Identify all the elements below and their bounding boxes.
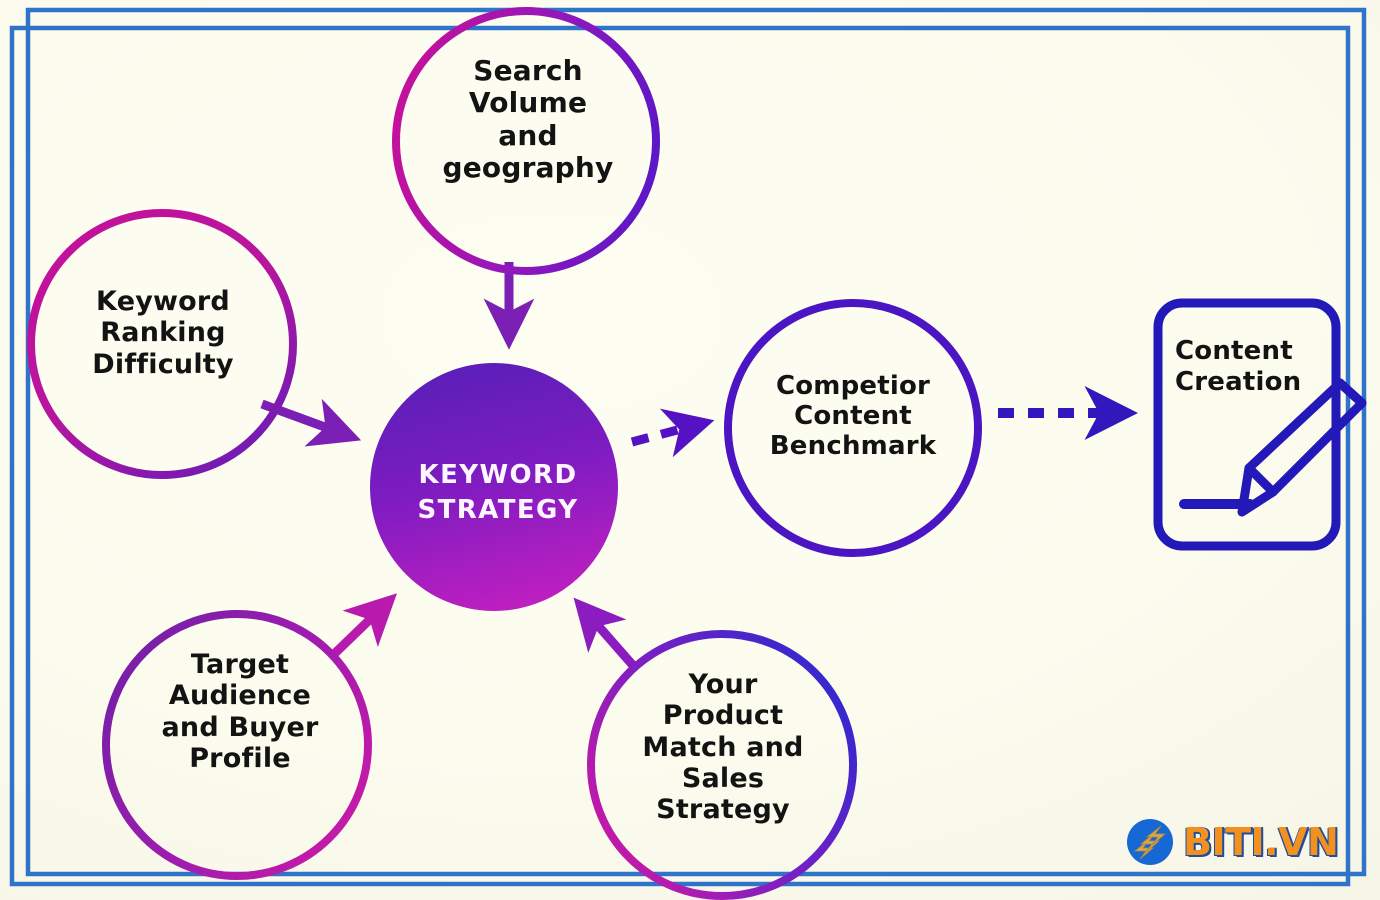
connector-center-to-benchmark (630, 408, 715, 458)
biti-logo[interactable]: BITI.VN (1126, 818, 1339, 866)
node-search-volume[interactable] (392, 7, 660, 275)
biti-logo-text: BITI.VN (1183, 820, 1339, 864)
node-target-audience[interactable] (102, 610, 372, 880)
node-competitor-content-benchmark[interactable] (724, 299, 982, 557)
connector-product-to-center (573, 597, 641, 673)
node-product-match[interactable] (587, 630, 857, 900)
pencil-icon (1237, 378, 1367, 517)
biti-logo-mark-icon (1127, 819, 1173, 865)
node-keyword-ranking-difficulty[interactable] (27, 209, 297, 479)
connector-audience-to-center (326, 593, 398, 662)
node-content-creation[interactable] (1153, 298, 1367, 551)
node-keyword-strategy[interactable] (370, 363, 618, 611)
